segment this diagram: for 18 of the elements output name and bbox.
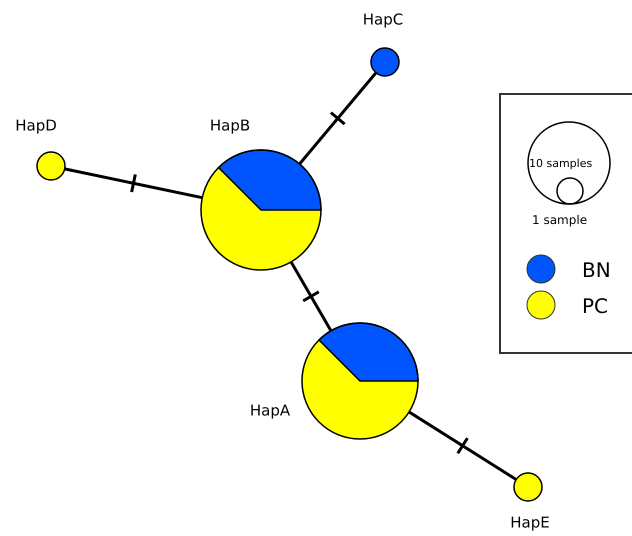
legend-text: 1 sample <box>532 214 588 226</box>
haplotype-label: HapC <box>362 12 404 28</box>
haplotype-pie-chart <box>200 149 322 271</box>
legend-text: 10 samples <box>529 158 592 169</box>
haplotype-circle <box>36 151 66 181</box>
network-link <box>298 71 378 166</box>
legend-text: PC <box>582 296 608 316</box>
haplotype-label: HapE <box>510 516 550 530</box>
haplotype-label: HapA <box>250 404 290 418</box>
haplotype-circle <box>370 47 400 77</box>
network-link <box>290 260 332 332</box>
haplotype-circle <box>513 472 543 502</box>
haplotype-label: HapB <box>210 118 250 134</box>
network-link <box>63 167 204 200</box>
haplotype-label: HapD <box>15 118 57 134</box>
network-link <box>408 410 518 482</box>
haplotype-pie-chart <box>301 322 419 440</box>
legend-text: BN <box>582 260 611 280</box>
